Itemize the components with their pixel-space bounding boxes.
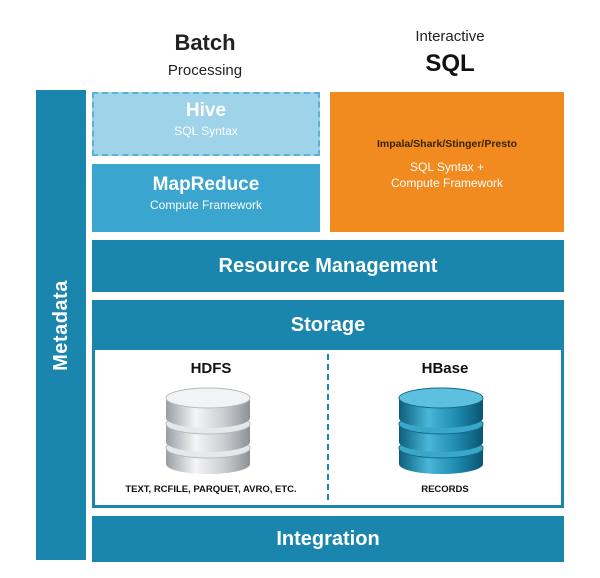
hive-title: Hive (185, 100, 227, 121)
storage-divider (327, 354, 329, 500)
sql-engines-label: Impala/Shark/Stinger/Presto (376, 138, 518, 150)
mapreduce-subtitle: Compute Framework (149, 198, 263, 212)
metadata-label: Metadata (49, 279, 72, 371)
sql-title: SQL (425, 50, 475, 77)
hive-subtitle: SQL Syntax (174, 124, 238, 138)
batch-subtitle: Processing (167, 62, 243, 79)
sql-line2: Compute Framework (390, 176, 504, 190)
database-icon (162, 384, 254, 478)
metadata-label-wrap: Metadata (36, 90, 86, 560)
hbase-title: HBase (421, 360, 469, 377)
resource-management-bar: Resource Management (92, 240, 564, 292)
hive-box: Hive SQL Syntax (92, 92, 320, 156)
sql-line1: SQL Syntax + (410, 160, 484, 174)
storage-label-wrap: Storage (92, 300, 564, 350)
batch-title: Batch (174, 30, 236, 55)
hdfs-caption: TEXT, RCFILE, PARQUET, AVRO, ETC. (125, 484, 297, 495)
hdfs-title: HDFS (190, 360, 232, 377)
mapreduce-box: MapReduce Compute Framework (92, 164, 320, 232)
integration-label: Integration (276, 527, 380, 550)
database-icon (395, 384, 487, 478)
hbase-caption: RECORDS (421, 484, 469, 495)
storage-label: Storage (290, 313, 366, 336)
mapreduce-title: MapReduce (152, 174, 260, 195)
interactive-subtitle: Interactive (415, 28, 485, 45)
integration-bar: Integration (92, 516, 564, 562)
interactive-sql-box: Impala/Shark/Stinger/Presto SQL Syntax +… (330, 92, 564, 232)
metadata-bar (36, 90, 86, 560)
resource-management-label: Resource Management (218, 254, 438, 277)
